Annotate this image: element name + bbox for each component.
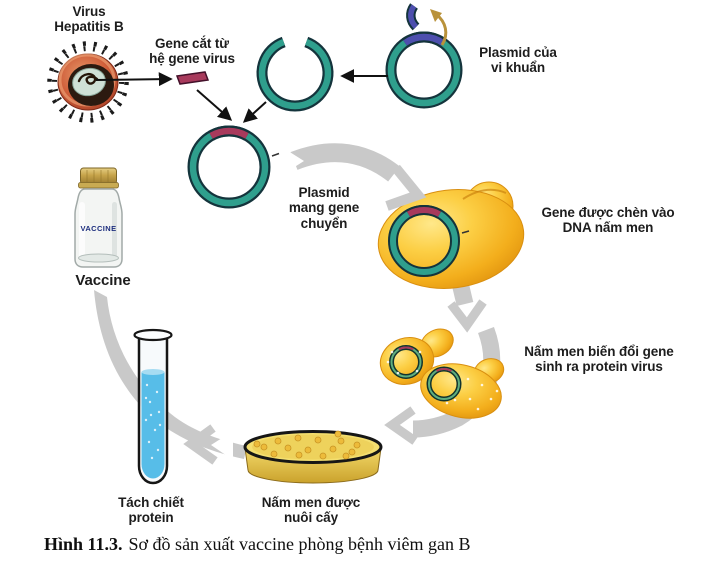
viral-gene-fragment [175,71,210,85]
virus-spike-dots [47,41,129,123]
excised-bacterial-fragment [406,3,420,31]
bacterial-plasmid-label: Plasmid của vi khuẩn [479,45,557,76]
transfer-plasmid-label: Plasmid mang gene chuyển [288,185,360,231]
protein-extraction-label: Tách chiết protein [118,495,184,526]
vaccine-bottle [74,167,123,268]
petri-dish [243,430,383,484]
gene-cut-label: Gene cắt từ hệ gene virus [149,36,235,67]
caption-number: Hình 11.3. [44,534,123,554]
test-tube-liquid [141,372,165,479]
opened-plasmid-backbone [256,36,334,112]
figure-caption: Hình 11.3.Sơ đồ sản xuất vaccine phòng b… [44,534,470,555]
virus-hepatitis-b [47,41,129,123]
cultured-yeast-label: Nấm men được nuôi cấy [261,495,361,526]
arrow-gene-to-recombinant [196,89,233,121]
modified-yeast-cell-2 [420,358,505,419]
plasmid-in-yeast [388,205,470,277]
arrow-tail-notches [211,149,304,460]
arrow-dish-to-vaccine [94,290,247,459]
arrow-backbone-to-recombinant [242,101,267,123]
caption-text: Sơ đồ sản xuất vaccine phòng bệnh viêm g… [128,534,471,554]
gene-inserted-label: Gene được chèn vào DNA nấm men [541,205,675,236]
yeast-colonies [253,430,361,460]
virus-spike-stems [52,46,124,118]
virus-dna-squiggle [77,73,99,85]
vaccine-label: Vaccine [75,272,131,289]
arrow-plasmid-to-yeast [290,143,400,182]
modified-yeast-cell-1 [379,328,454,385]
virus-label: Virus Hepatitis B [54,4,124,35]
recombinant-plasmid [187,125,280,209]
bacterial-segment-blue [403,33,445,46]
excision-arrow [430,9,448,46]
inserted-gene-red [209,127,249,139]
bacterial-plasmid [385,31,463,109]
arrow-virus-to-gene [95,72,173,87]
bottle-vaccine-text: VACCINE [80,224,117,233]
modified-yeast-cells [379,328,505,419]
process-arrow-heads [183,164,487,465]
modified-yeast-label: Nấm men biến đổi gene sinh ra protein vi… [524,344,674,375]
test-tube [133,328,173,485]
black-arrows [95,69,388,123]
yeast-cell [377,181,525,289]
